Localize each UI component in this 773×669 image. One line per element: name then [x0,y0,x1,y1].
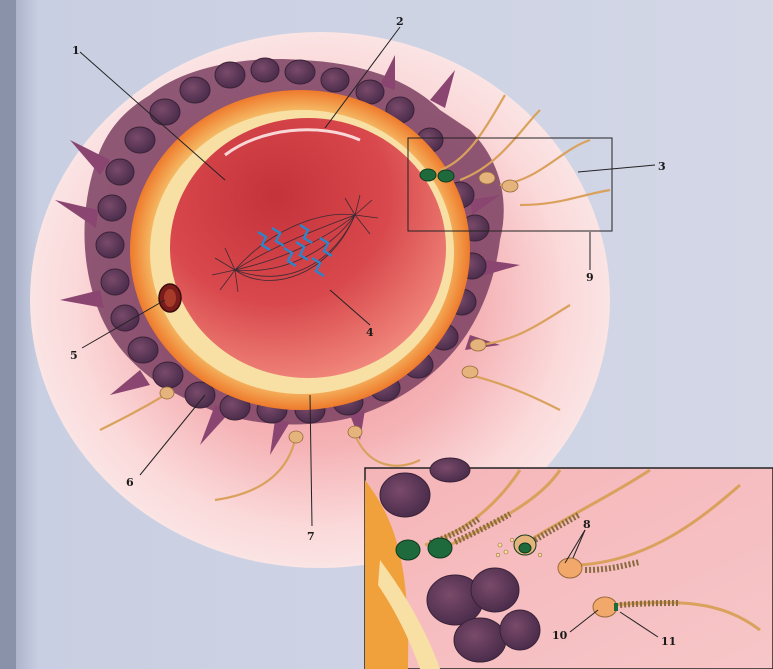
callout-3: 3 [658,160,666,173]
inset-enlarged-view [365,458,773,669]
callout-9: 9 [586,271,594,284]
callout-4: 4 [366,326,374,339]
page-binding-shadow [0,0,16,669]
polar-body [159,284,181,312]
callout-6: 6 [126,476,134,489]
callout-2: 2 [396,15,404,28]
callout-7: 7 [307,530,315,543]
callout-5: 5 [70,349,78,362]
callout-11: 11 [661,635,676,648]
callout-10: 10 [552,629,568,642]
ooplasm [170,118,446,378]
callout-1: 1 [72,44,80,57]
callout-8: 8 [583,518,591,531]
